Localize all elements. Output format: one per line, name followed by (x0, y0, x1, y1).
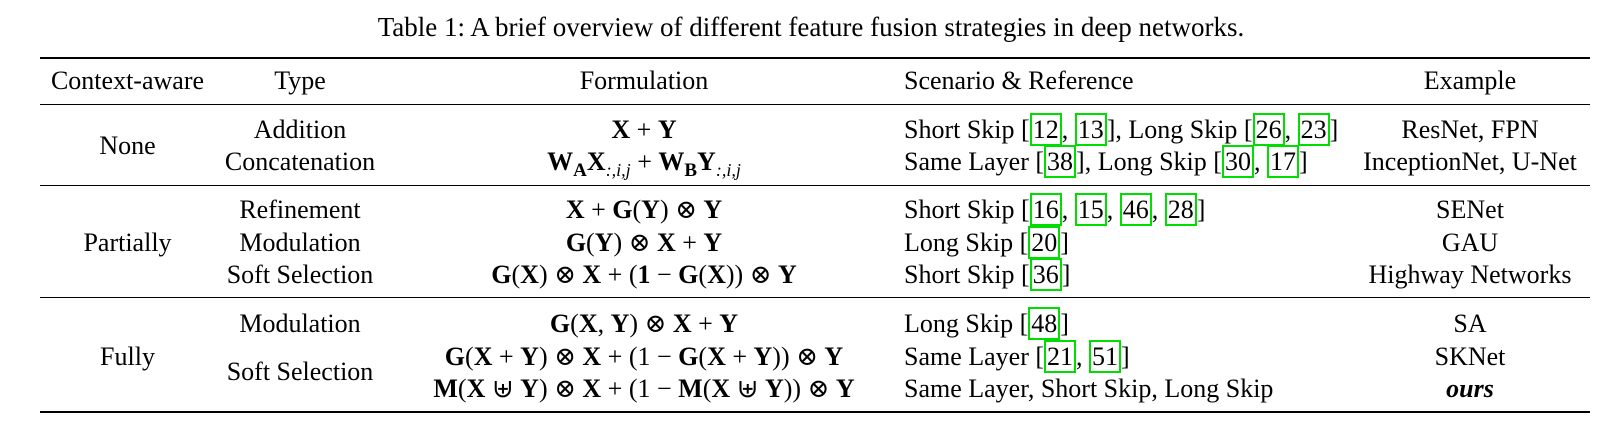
scenario-modulation-partial: Long Skip [20] (904, 226, 1069, 259)
type-refinement: Refinement (239, 195, 361, 224)
table-caption: Table 1: A brief overview of different f… (377, 12, 1245, 42)
type-soft-selection-partial: Soft Selection (226, 260, 374, 289)
header-example: Example (1423, 66, 1517, 95)
type-modulation-partial: Modulation (239, 228, 361, 257)
example-senet: SENet (1436, 195, 1504, 224)
header-type: Type (274, 66, 326, 95)
type-modulation-full: Modulation (239, 309, 361, 338)
citation-28[interactable]: 28 (1164, 193, 1197, 226)
citation-48[interactable]: 48 (1028, 307, 1061, 340)
header-formulation: Formulation (579, 66, 709, 95)
citation-36[interactable]: 36 (1029, 258, 1062, 291)
type-soft-selection-full: Soft Selection (226, 357, 374, 386)
context-none: None (99, 131, 156, 160)
scenario-soft-selection-full: Same Layer [21, 51] (904, 340, 1130, 373)
citation-46[interactable]: 46 (1119, 193, 1152, 226)
formula-modulation-full: G(X, Y) ⊗ X + Y (549, 309, 739, 338)
citation-16[interactable]: 16 (1029, 193, 1062, 226)
type-concatenation: Concatenation (224, 147, 376, 176)
citation-12[interactable]: 12 (1029, 113, 1062, 146)
scenario-modulation-full: Long Skip [48] (904, 307, 1069, 340)
scenario-soft-selection-partial: Short Skip [36] (904, 258, 1071, 291)
citation-20[interactable]: 20 (1028, 226, 1061, 259)
citation-21[interactable]: 21 (1044, 340, 1077, 373)
citation-30[interactable]: 30 (1221, 145, 1254, 178)
citation-17[interactable]: 17 (1266, 145, 1299, 178)
citation-26[interactable]: 26 (1252, 113, 1285, 146)
header-scenario-reference: Scenario & Reference (904, 66, 1134, 95)
citation-13[interactable]: 13 (1074, 113, 1107, 146)
scenario-addition: Short Skip [12, 13], Long Skip [26, 23] (904, 113, 1339, 146)
formula-soft-selection-full: G(X + Y) ⊗ X + (1 − G(X + Y)) ⊗ Y (444, 342, 844, 371)
formula-refinement: X + G(Y) ⊗ Y (565, 195, 723, 224)
example-sa: SA (1453, 309, 1487, 338)
citation-38[interactable]: 38 (1044, 145, 1077, 178)
context-fully: Fully (100, 342, 155, 371)
type-addition: Addition (253, 115, 347, 144)
citation-15[interactable]: 15 (1074, 193, 1107, 226)
formula-ours: M(X ⊎ Y) ⊗ X + (1 − M(X ⊎ Y)) ⊗ Y (433, 374, 855, 403)
top-rule (40, 57, 1590, 59)
header-context-aware: Context-aware (50, 66, 205, 95)
formula-concatenation: WAX:,i,j + WBY:,i,j (547, 147, 741, 181)
citation-51[interactable]: 51 (1089, 340, 1122, 373)
example-highway-networks: Highway Networks (1368, 260, 1572, 289)
example-sknet: SKNet (1434, 342, 1506, 371)
formula-addition: X + Y (611, 115, 677, 144)
formula-modulation-partial: G(Y) ⊗ X + Y (565, 228, 723, 257)
example-inceptionnet-unet: InceptionNet, U-Net (1363, 147, 1577, 176)
group-rule-1 (40, 185, 1590, 186)
example-gau: GAU (1441, 228, 1499, 257)
header-rule (40, 104, 1590, 105)
example-ours: ours (1446, 374, 1494, 403)
citation-23[interactable]: 23 (1297, 113, 1330, 146)
context-partially: Partially (83, 228, 172, 257)
formula-soft-selection-partial: G(X) ⊗ X + (1 − G(X)) ⊗ Y (491, 260, 797, 289)
example-resnet-fpn: ResNet, FPN (1401, 115, 1539, 144)
scenario-ours: Same Layer, Short Skip, Long Skip (904, 374, 1274, 403)
group-rule-2 (40, 297, 1590, 298)
scenario-concatenation: Same Layer [38], Long Skip [30, 17] (904, 145, 1308, 178)
scenario-refinement: Short Skip [16, 15, 46, 28] (904, 193, 1206, 226)
bottom-rule (40, 411, 1590, 413)
